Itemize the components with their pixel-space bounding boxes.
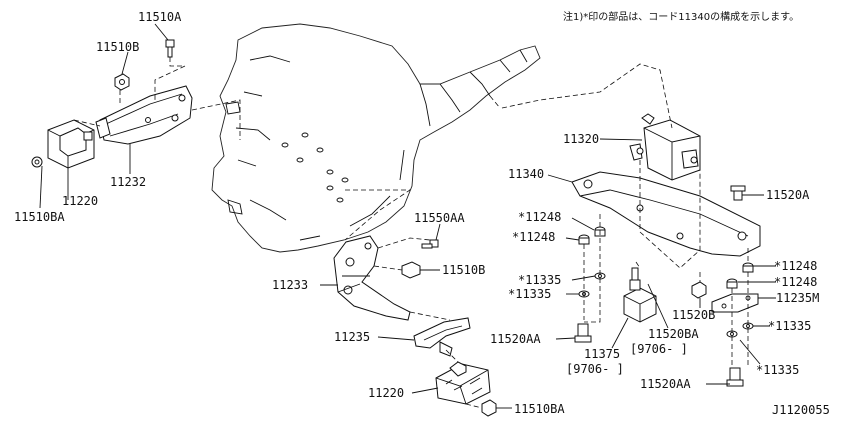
nut-11510BA-bottom[interactable]	[481, 399, 497, 417]
washer-11248-c[interactable]	[742, 262, 754, 273]
label-11520BA-date: [9706- ]	[630, 342, 688, 356]
label-11375-date: [9706- ]	[566, 362, 624, 376]
washer-11248-d[interactable]	[726, 278, 738, 289]
label-11550AA[interactable]: 11550AA	[414, 211, 465, 225]
insulator-11220-left[interactable]	[47, 119, 95, 169]
label-11248-b[interactable]: *11248	[512, 230, 555, 244]
label-11320[interactable]: 11320	[563, 132, 599, 146]
bracket-11233[interactable]	[333, 235, 411, 321]
label-11510B-top[interactable]: 11510B	[96, 40, 139, 54]
label-11520BA[interactable]: 11520BA	[648, 327, 699, 341]
label-11248-a[interactable]: *11248	[518, 210, 561, 224]
label-11235M[interactable]: 11235M	[776, 291, 819, 305]
nut-11510B-top[interactable]	[114, 73, 130, 91]
right-crossmember-group	[489, 63, 776, 387]
label-11235[interactable]: 11235	[334, 330, 370, 344]
engine-transmission-outline	[211, 23, 541, 253]
bolt-11520A[interactable]	[730, 185, 746, 201]
label-11375[interactable]: 11375	[584, 347, 620, 361]
label-11232[interactable]: 11232	[110, 175, 146, 189]
label-11335-c[interactable]: *11335	[768, 319, 811, 333]
label-11520A[interactable]: 11520A	[766, 188, 810, 202]
label-11510BA-bottom[interactable]: 11510BA	[514, 402, 565, 416]
label-11520B[interactable]: 11520B	[672, 308, 715, 322]
bolt-11520AA-left[interactable]	[574, 323, 592, 343]
label-11510A[interactable]: 11510A	[138, 10, 182, 24]
label-11520AA-right[interactable]: 11520AA	[640, 377, 691, 391]
label-11510B-middle[interactable]: 11510B	[442, 263, 485, 277]
bolt-11550AA[interactable]	[421, 239, 439, 249]
bolt-11520AA-right[interactable]	[726, 367, 744, 387]
label-11340[interactable]: 11340	[508, 167, 544, 181]
label-11520AA-left[interactable]: 11520AA	[490, 332, 541, 346]
label-11233[interactable]: 11233	[272, 278, 308, 292]
middle-mount-group	[320, 189, 512, 417]
label-11335-b[interactable]: *11335	[508, 287, 551, 301]
label-11335-d[interactable]: *11335	[756, 363, 799, 377]
insulator-11220-bottom[interactable]	[435, 361, 491, 405]
bolt-11510A[interactable]	[165, 39, 175, 58]
label-11248-c[interactable]: *11248	[774, 259, 817, 273]
nut-11510BA-left[interactable]	[31, 156, 43, 168]
crossmember-11340[interactable]	[571, 171, 761, 257]
label-11220-left[interactable]: 11220	[62, 194, 98, 208]
bracket-11232[interactable]	[95, 85, 193, 145]
insulator-11320[interactable]	[629, 113, 701, 181]
nut-11520B[interactable]	[691, 281, 707, 299]
washer-11248-b[interactable]	[578, 234, 590, 245]
note-text: 注1)*印の部品は、コード11340の構成を示します。	[563, 10, 799, 23]
label-11220-bottom[interactable]: 11220	[368, 386, 404, 400]
plate-11235M[interactable]	[711, 293, 759, 313]
label-11248-d[interactable]: *11248	[774, 275, 817, 289]
label-11510BA-left[interactable]: 11510BA	[14, 210, 65, 224]
part-labels: 11510A 11510B 11510BA 11220 11232 11550A…	[14, 10, 830, 417]
damper-11375[interactable]	[623, 267, 657, 323]
label-11335-a[interactable]: *11335	[518, 273, 561, 287]
left-mount-group	[31, 23, 241, 209]
nut-11510B-middle[interactable]	[401, 261, 421, 279]
bracket-11235[interactable]	[413, 317, 471, 357]
diagram-id: J1120055	[772, 403, 830, 417]
